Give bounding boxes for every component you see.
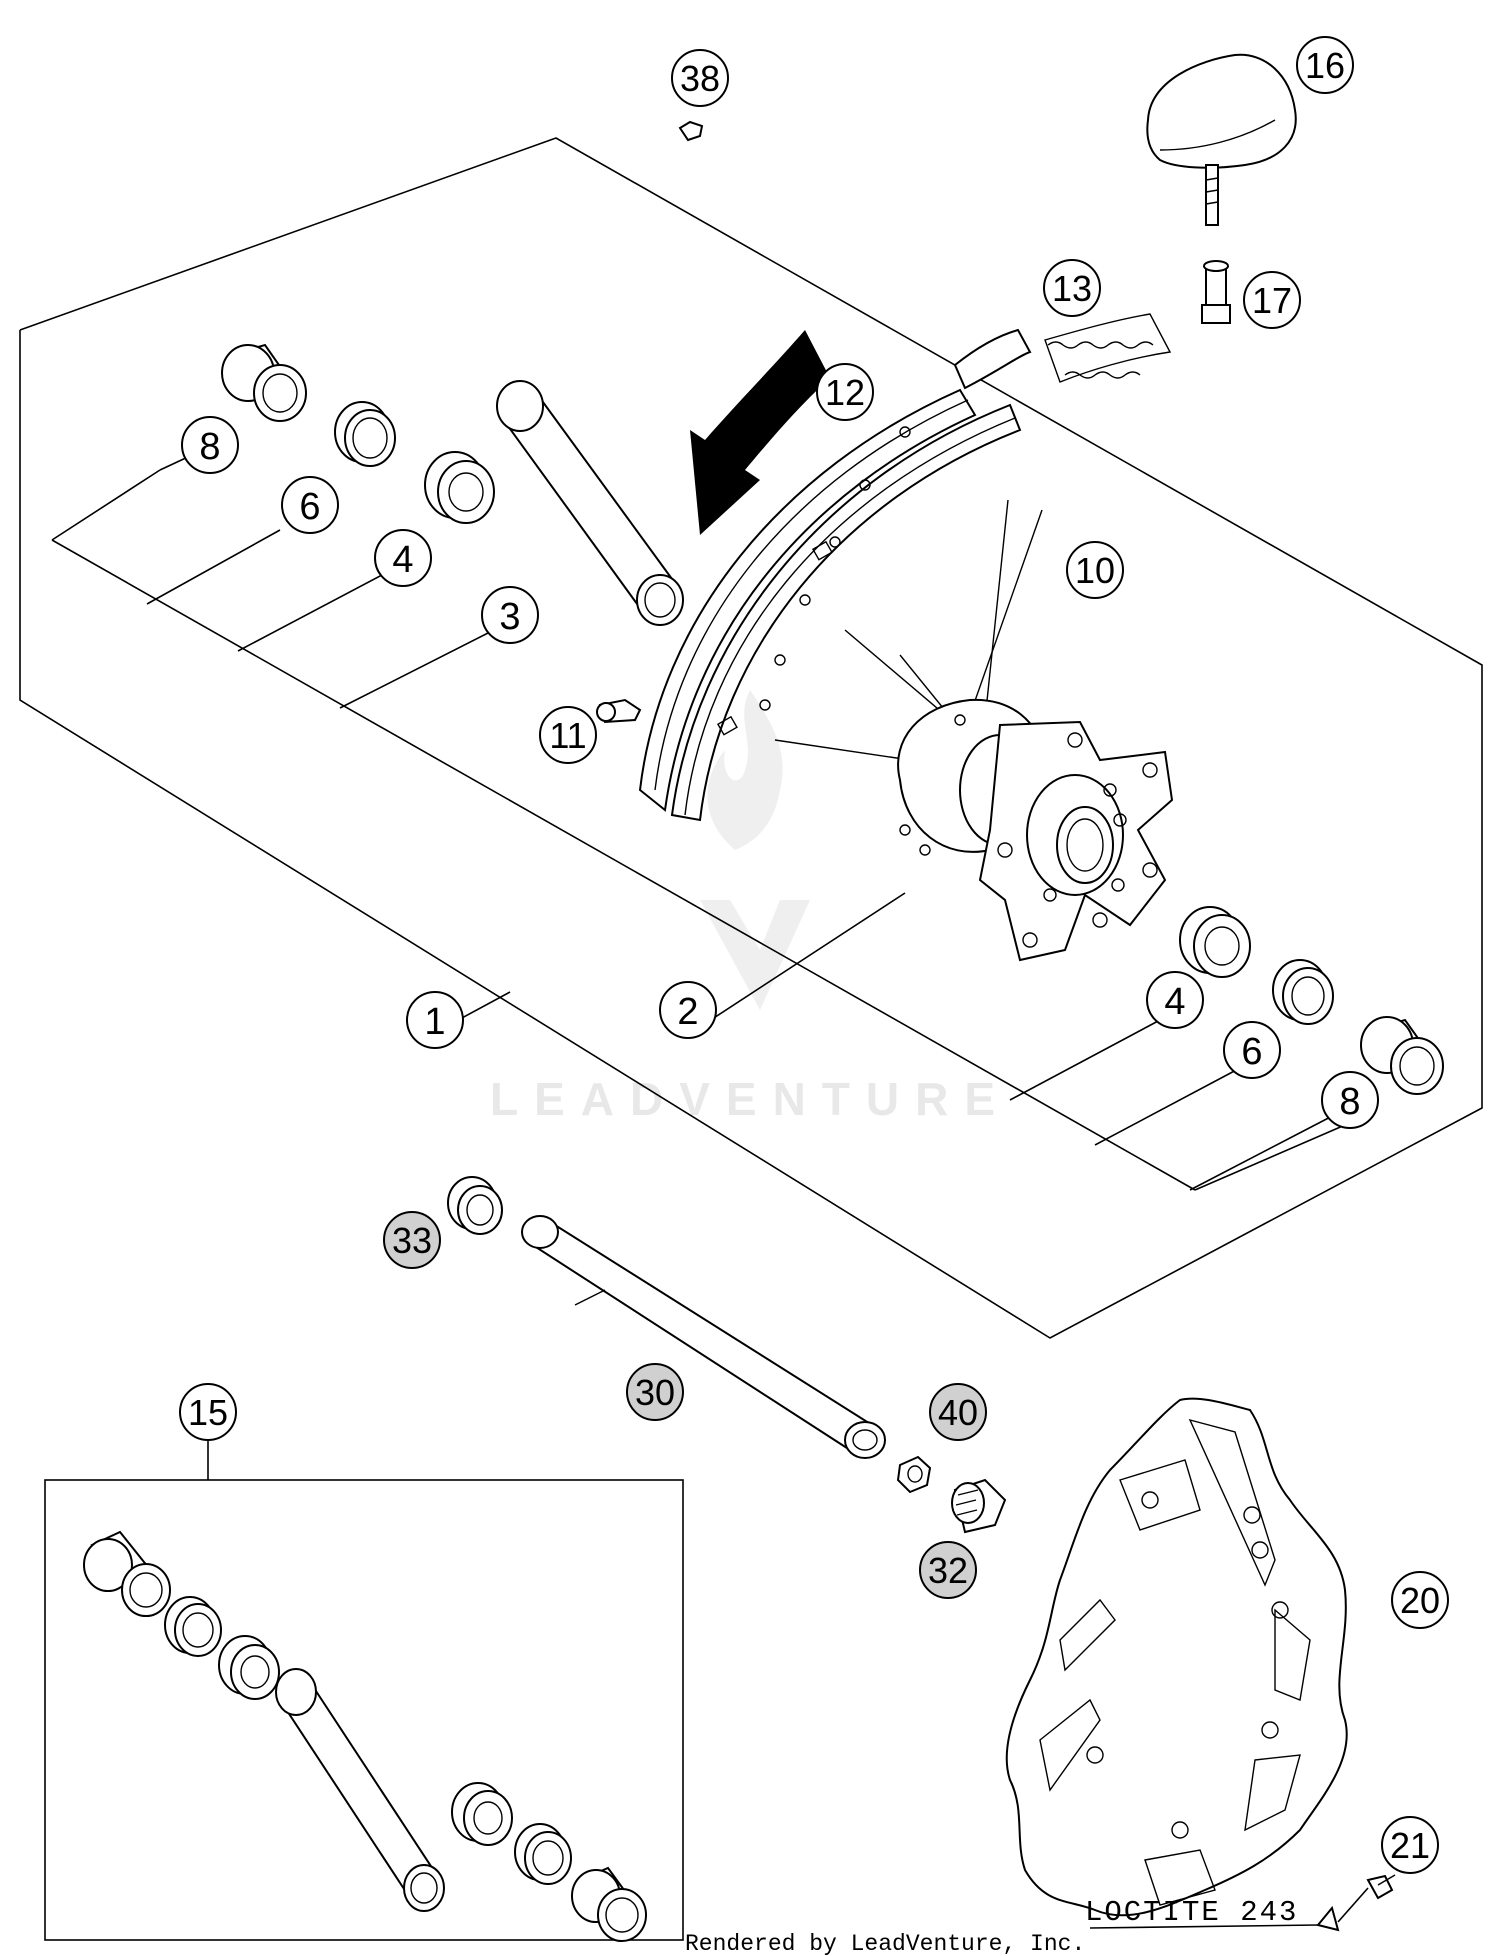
callout-label: 32 (928, 1550, 968, 1591)
part-30-axle (521, 1215, 886, 1459)
callout-label: 6 (1241, 1031, 1262, 1073)
callout-label: 17 (1252, 280, 1292, 321)
callout-label: 11 (549, 715, 586, 756)
callout-2: 2 (659, 981, 717, 1039)
callout-10: 10 (1066, 541, 1124, 599)
right-spacers (1179, 906, 1444, 1095)
loctite-label: LOCTITE 243 (1085, 1896, 1298, 1929)
part-40-nut (896, 1455, 932, 1494)
callout-label: 33 (392, 1220, 432, 1261)
callout-label: 38 (680, 58, 720, 99)
watermark-text: LEADVENTURE (490, 1073, 1011, 1125)
part-13-rim-tape (1044, 313, 1172, 383)
left-spacers (221, 343, 684, 626)
callout-label: 21 (1390, 1825, 1430, 1866)
callout-label: 2 (677, 991, 698, 1033)
callout-label: 4 (1164, 981, 1185, 1023)
callout-6-right: 6 (1223, 1021, 1281, 1079)
callout-6-top: 6 (281, 476, 339, 534)
hub (897, 698, 1174, 962)
callout-8-top: 8 (181, 416, 239, 474)
part-17-nut (1201, 260, 1231, 324)
footer-credit: Rendered by LeadVenture, Inc. (685, 1931, 1085, 1956)
callout-17: 17 (1243, 271, 1301, 329)
callout-13: 13 (1043, 259, 1101, 317)
callout-20: 20 (1391, 1571, 1449, 1629)
callout-label: 4 (392, 539, 413, 581)
rim (638, 328, 1032, 822)
part-33-seal (447, 1176, 503, 1235)
callout-label: 6 (299, 486, 320, 528)
callout-label: 30 (635, 1372, 675, 1413)
callout-8-right: 8 (1321, 1071, 1379, 1129)
callout-label: 8 (199, 426, 220, 468)
callout-label: 16 (1305, 45, 1345, 86)
part-11-valve (596, 698, 642, 724)
rotation-arrow-12 (690, 330, 830, 535)
part-20-brake-disc (1005, 1397, 1348, 1917)
part-32-axle-bolt (951, 1478, 1007, 1534)
callout-label: 20 (1400, 1580, 1440, 1621)
callout-label: 10 (1075, 550, 1115, 591)
part-15-kit-box (44, 1440, 684, 1942)
callout-16: 16 (1296, 36, 1354, 94)
callout-12: 12 (816, 363, 874, 421)
loctite-leader (1089, 1887, 1369, 1929)
callout-21: 21 (1381, 1816, 1439, 1874)
callout-label: 12 (825, 372, 865, 413)
callout-11: 11 (539, 706, 597, 764)
callout-label: 13 (1052, 268, 1092, 309)
callout-label: 40 (938, 1392, 978, 1433)
callout-32: 32 (919, 1541, 977, 1599)
callout-label: 8 (1339, 1081, 1360, 1123)
callout-1: 1 (406, 991, 464, 1049)
callout-15: 15 (179, 1383, 237, 1441)
callout-33: 33 (383, 1211, 441, 1269)
part-21-screw (1316, 1874, 1396, 1932)
callout-label: 1 (424, 1001, 445, 1043)
callout-30: 30 (626, 1363, 684, 1421)
callout-38: 38 (671, 49, 729, 107)
callout-40: 40 (929, 1383, 987, 1441)
callout-4-top: 4 (374, 529, 432, 587)
watermark: LEADVENTURE (490, 690, 1011, 1125)
callout-4-right: 4 (1146, 971, 1204, 1029)
callout-3: 3 (481, 586, 539, 644)
callouts: 38 16 13 17 12 8 6 4 (179, 36, 1449, 1874)
part-16-rim-lock (1146, 53, 1297, 226)
callout-label: 3 (499, 596, 520, 638)
callout-label: 15 (188, 1392, 228, 1433)
part-38-cap (678, 120, 704, 142)
